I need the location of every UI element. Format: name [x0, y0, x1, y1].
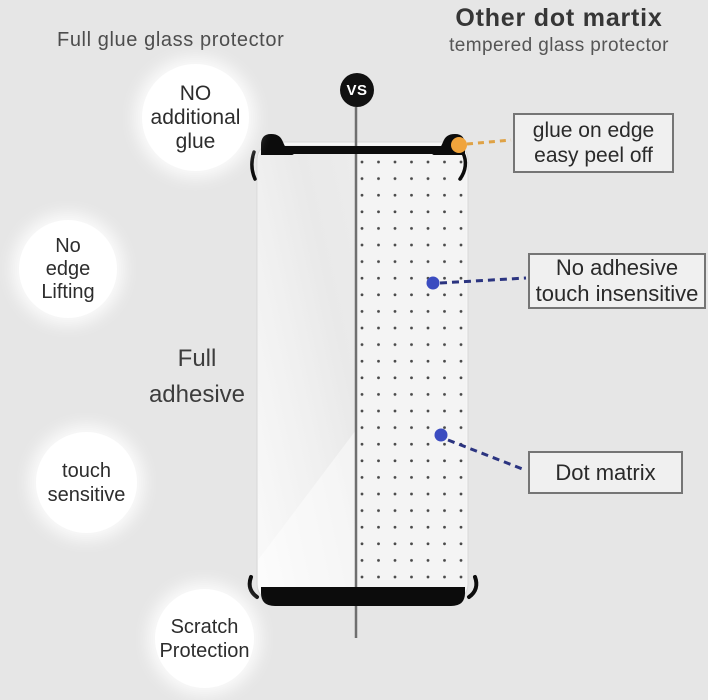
top-right-side-curl — [458, 151, 468, 181]
bottom-left-wing — [247, 575, 259, 599]
callout-dot-matrix: Dot matrix — [528, 451, 683, 494]
bubble-line: edge — [45, 257, 91, 280]
dot-matrix-marker-dot — [434, 428, 448, 442]
callout-line: easy peel off — [534, 144, 653, 167]
no-adhesive-marker-dot — [426, 276, 440, 290]
bubble-line: NO — [179, 81, 212, 105]
right-product-subtitle: tempered glass protector — [449, 35, 669, 56]
right-product-title-block: Other dot martix tempered glass protecto… — [428, 4, 690, 57]
bubble-line: touch — [62, 459, 111, 482]
bubble-line: Scratch — [170, 615, 239, 638]
dot-matrix-callout-line — [447, 438, 526, 472]
bottom-right-wing — [467, 575, 479, 599]
full-glue-glass-half — [258, 145, 356, 601]
bubble-line: Lifting — [41, 280, 95, 303]
left-product-title: Full glue glass protector — [57, 29, 285, 51]
top-left-ear — [261, 134, 294, 155]
feature-bubble-no-edge-lifting: No edge Lifting — [19, 220, 117, 318]
full-adhesive-line: Full — [177, 345, 217, 372]
callout-glue-on-edge: glue on edge easy peel off — [513, 113, 674, 173]
callout-line: glue on edge — [532, 119, 655, 142]
feature-bubble-scratch-protection: Scratch Protection — [155, 589, 254, 688]
glass-shine — [258, 430, 356, 600]
bubble-line: No — [55, 234, 81, 257]
glue-callout-line — [466, 138, 512, 146]
feature-bubble-no-additional-glue: NO additional glue — [142, 64, 249, 171]
bottom-edge — [261, 587, 465, 606]
callout-no-adhesive: No adhesive touch insensitive — [528, 253, 706, 309]
callout-line: No adhesive — [555, 255, 679, 280]
glue-edge-marker-dot — [451, 137, 467, 153]
full-adhesive-label: Full adhesive — [128, 341, 266, 413]
vs-badge: VS — [340, 73, 374, 107]
top-left-side-curl — [250, 150, 257, 181]
bubble-line: additional — [150, 105, 241, 129]
no-adhesive-callout-line — [439, 276, 527, 285]
bubble-line: glue — [175, 129, 216, 153]
dot-matrix-pattern — [360, 156, 464, 584]
bubble-line: sensitive — [47, 483, 126, 506]
callout-line: Dot matrix — [555, 459, 656, 485]
bubble-line: Protection — [159, 639, 250, 662]
callout-line: touch insensitive — [535, 281, 699, 306]
full-adhesive-line: adhesive — [148, 381, 246, 408]
right-product-title: Other dot martix — [455, 4, 663, 32]
feature-bubble-touch-sensitive: touch sensitive — [36, 432, 137, 533]
